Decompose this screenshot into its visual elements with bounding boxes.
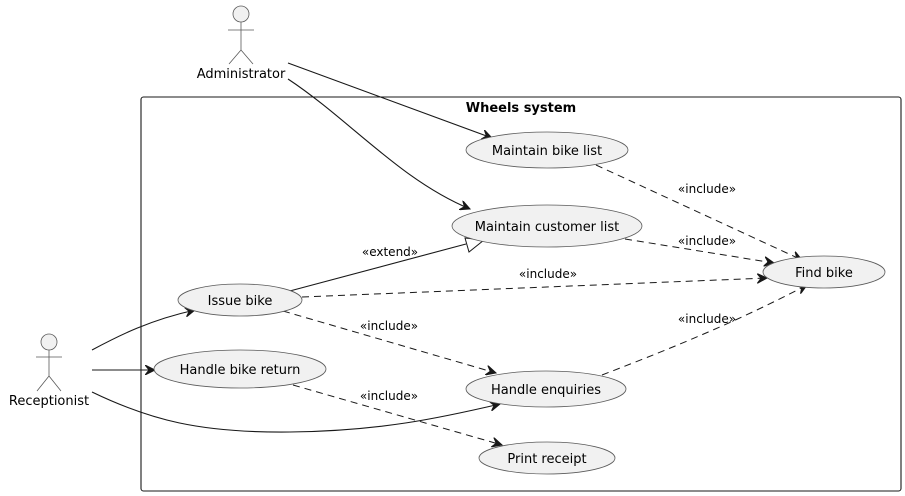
use-case-print-receipt[interactable]: Print receipt (478, 441, 616, 475)
edge-maintain-customer-list-include-find-bike[interactable] (624, 238, 774, 263)
edge-receptionist-issue-bike[interactable] (91, 310, 195, 351)
extend-relationship: «extend» (285, 237, 486, 293)
edge-admin-maintain-bike-list[interactable] (287, 62, 492, 138)
actor-label: Receptionist (9, 394, 89, 409)
edge-handle-enquiries-include-find-bike[interactable] (601, 285, 807, 376)
use-case-handle-enquiries[interactable]: Handle enquiries (465, 370, 627, 408)
include-label-5: «include» (678, 312, 736, 326)
extend-label: «extend» (362, 245, 418, 259)
include-label-3: «include» (519, 267, 577, 281)
edge-issue-bike-include-find-bike[interactable] (301, 278, 767, 298)
use-case-maintain-bike-list[interactable]: Maintain bike list (465, 131, 629, 169)
include-label-4: «include» (360, 319, 418, 333)
edge-admin-maintain-customer-list[interactable] (287, 78, 470, 209)
stick-figure-icon (36, 333, 62, 392)
use-case-label: Handle enquiries (491, 383, 601, 398)
edge-issue-bike-extend-maintain-customer-list[interactable] (285, 243, 467, 293)
edge-maintain-bike-list-include-find-bike[interactable] (595, 164, 802, 260)
use-case-issue-bike[interactable]: Issue bike (177, 283, 303, 317)
include-label-2: «include» (678, 234, 736, 248)
use-case-label: Maintain customer list (475, 220, 620, 235)
use-case-maintain-customer-list[interactable]: Maintain customer list (451, 204, 643, 248)
include-label-6: «include» (360, 389, 418, 403)
include-label-1: «include» (678, 182, 736, 196)
actor-label: Administrator (197, 67, 286, 82)
actor-receptionist[interactable]: Receptionist (9, 333, 89, 409)
system-boundary: Wheels system (140, 96, 902, 492)
use-case-label: Print receipt (507, 452, 586, 467)
use-case-label: Issue bike (208, 294, 273, 309)
use-case-label: Maintain bike list (492, 144, 602, 159)
system-title: Wheels system (466, 101, 576, 116)
use-case-label: Handle bike return (180, 363, 301, 378)
edge-issue-bike-include-handle-enquiries[interactable] (282, 310, 496, 373)
associations (91, 62, 500, 433)
edge-handle-bike-return-include-print-receipt[interactable] (292, 384, 502, 445)
edge-receptionist-handle-enquiries[interactable] (91, 391, 500, 433)
include-relationships: «include» «include» «include» «include» … (282, 164, 807, 445)
use-case-label: Find bike (795, 266, 853, 281)
stick-figure-icon (228, 5, 254, 65)
system-box (140, 96, 902, 492)
use-case-handle-bike-return[interactable]: Handle bike return (153, 349, 327, 389)
actor-administrator[interactable]: Administrator (197, 5, 286, 82)
use-case-find-bike[interactable]: Find bike (762, 255, 886, 289)
